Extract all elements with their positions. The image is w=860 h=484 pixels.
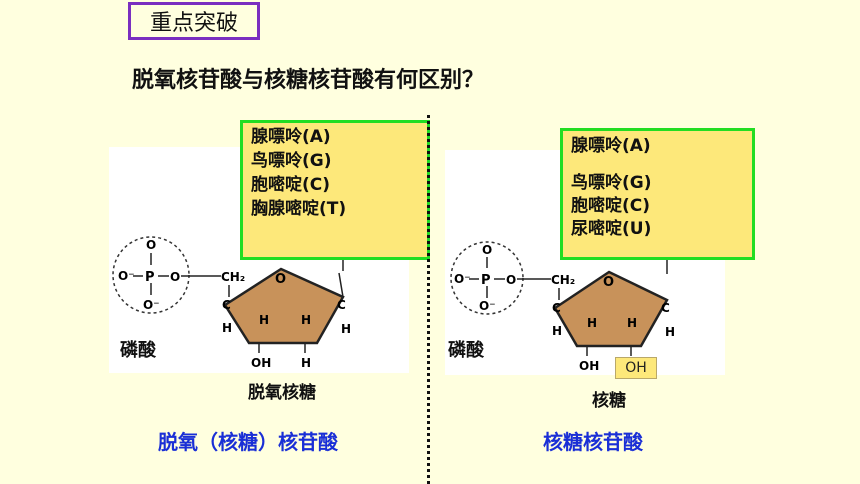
phosphate-o-bottom: O⁻: [479, 299, 496, 313]
right-base-adenine: 腺嘌呤(A): [571, 136, 651, 156]
phosphate-p: P: [481, 273, 491, 288]
question-text: 脱氧核苷酸与核糖核苷酸有何区别？: [132, 68, 485, 93]
right-base-cytosine: 胞嘧啶(C): [571, 196, 651, 216]
right-base-guanine: 鸟嘌呤(G): [571, 173, 652, 193]
left-sugar-label: 脱氧核糖: [248, 383, 316, 403]
ribose-ring: [553, 270, 669, 348]
left-base-adenine: 腺嘌呤(A): [251, 127, 331, 147]
ribose-2-oh-highlight: OH: [615, 357, 657, 379]
phosphate-o-top: O: [146, 238, 156, 252]
left-nucleotide-diagram: O O⁻ P O O⁻ CH₂ O C C H H H H OH H: [112, 236, 351, 370]
h3-inner: H: [587, 316, 597, 330]
heading-text: 重点突破: [149, 11, 238, 36]
right-sugar-label: 核糖: [592, 391, 626, 411]
left-phosphate-label: 磷酸: [120, 340, 156, 361]
c1: C: [337, 298, 346, 312]
h-2: H: [301, 356, 311, 370]
right-base-uracil: 尿嘧啶(U): [571, 219, 652, 239]
c4: C: [222, 298, 231, 312]
heading-box: 重点突破: [128, 2, 260, 40]
phosphate-o-right: O: [170, 270, 180, 284]
phosphate-o-top: O: [482, 243, 492, 257]
h3-inner: H: [259, 313, 269, 327]
ribose-oh-label: OH: [625, 360, 647, 376]
phosphate-circle: [112, 236, 190, 314]
deoxyribose-ring: [223, 267, 345, 345]
oh-3: OH: [251, 356, 271, 370]
h4: H: [552, 324, 562, 338]
phosphate-o-right: O: [506, 273, 516, 287]
right-base-box: 腺嘌呤(A) 鸟嘌呤(G) 胞嘧啶(C) 尿嘧啶(U): [560, 128, 755, 260]
dotted-divider: [427, 115, 430, 484]
left-caption: 脱氧（核糖）核苷酸: [158, 430, 338, 454]
ch2-label: CH₂: [221, 270, 245, 284]
ring-o: O: [603, 275, 614, 290]
left-base-box: 腺嘌呤(A) 鸟嘌呤(G) 胞嘧啶(C) 胸腺嘧啶(T): [240, 120, 430, 260]
right-caption: 核糖核苷酸: [543, 430, 643, 454]
phosphate-p: P: [145, 270, 155, 285]
h1: H: [341, 322, 351, 336]
ch2-label: CH₂: [551, 273, 575, 287]
h4: H: [222, 321, 232, 335]
oh-3: OH: [579, 359, 599, 373]
left-base-thymine: 胸腺嘧啶(T): [251, 199, 347, 219]
h2-inner: H: [627, 316, 637, 330]
phosphate-o-left: O⁻: [454, 272, 471, 286]
c1: C: [661, 301, 670, 315]
right-phosphate-label: 磷酸: [448, 340, 484, 361]
left-base-guanine: 鸟嘌呤(G): [251, 151, 332, 171]
left-base-cytosine: 胞嘧啶(C): [251, 175, 331, 195]
h2-inner: H: [301, 313, 311, 327]
c4: C: [552, 301, 561, 315]
h1: H: [665, 325, 675, 339]
phosphate-o-left: O⁻: [118, 269, 135, 283]
ring-o: O: [275, 272, 286, 287]
phosphate-circle: [450, 241, 524, 315]
right-nucleotide-diagram: O O⁻ P O O⁻ CH₂ O C C H H H H OH: [450, 241, 675, 373]
phosphate-o-bottom: O⁻: [143, 298, 160, 312]
